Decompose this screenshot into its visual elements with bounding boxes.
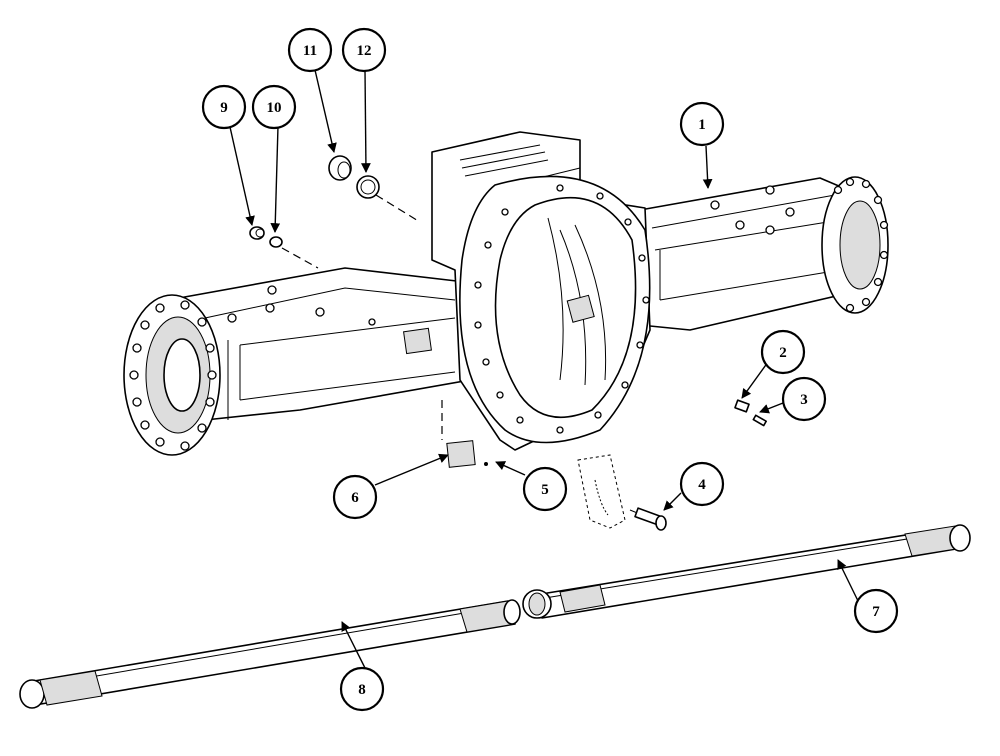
svg-text:9: 9 (220, 100, 228, 116)
bolt-4 (629, 507, 667, 531)
part-5 (484, 462, 488, 466)
svg-text:10: 10 (267, 100, 282, 116)
axle-shaft-7 (522, 524, 971, 619)
washer-10 (269, 236, 283, 248)
plug-9 (249, 226, 265, 240)
callout-2: 2 (760, 329, 806, 375)
left-flange-bolt-ring (129, 300, 217, 451)
callout-10: 10 (251, 84, 297, 130)
svg-text:12: 12 (357, 43, 372, 59)
axle-shaft-8 (19, 599, 521, 709)
callout-4: 4 (679, 461, 725, 507)
svg-text:4: 4 (698, 477, 706, 493)
part-3 (752, 414, 767, 427)
callout-6: 6 (332, 474, 378, 520)
svg-text:11: 11 (303, 43, 317, 59)
callout-8: 8 (339, 666, 385, 712)
svg-text:1: 1 (698, 117, 706, 133)
svg-text:6: 6 (351, 490, 359, 506)
plug-11 (328, 155, 352, 181)
plate-6 (446, 440, 476, 468)
callout-12: 12 (341, 27, 387, 73)
gasket-12 (356, 175, 380, 199)
callout-5: 5 (522, 466, 568, 512)
callout-3: 3 (781, 376, 827, 422)
svg-text:3: 3 (800, 392, 808, 408)
callout-7: 7 (853, 588, 899, 634)
svg-text:2: 2 (779, 345, 787, 361)
svg-text:7: 7 (872, 604, 880, 620)
svg-text:8: 8 (358, 682, 366, 698)
callout-11: 11 (287, 27, 333, 73)
part-2 (734, 399, 750, 413)
axle-housing (123, 131, 889, 456)
callout-9: 9 (201, 84, 247, 130)
callout-1: 1 (679, 101, 725, 147)
svg-text:5: 5 (541, 482, 549, 498)
